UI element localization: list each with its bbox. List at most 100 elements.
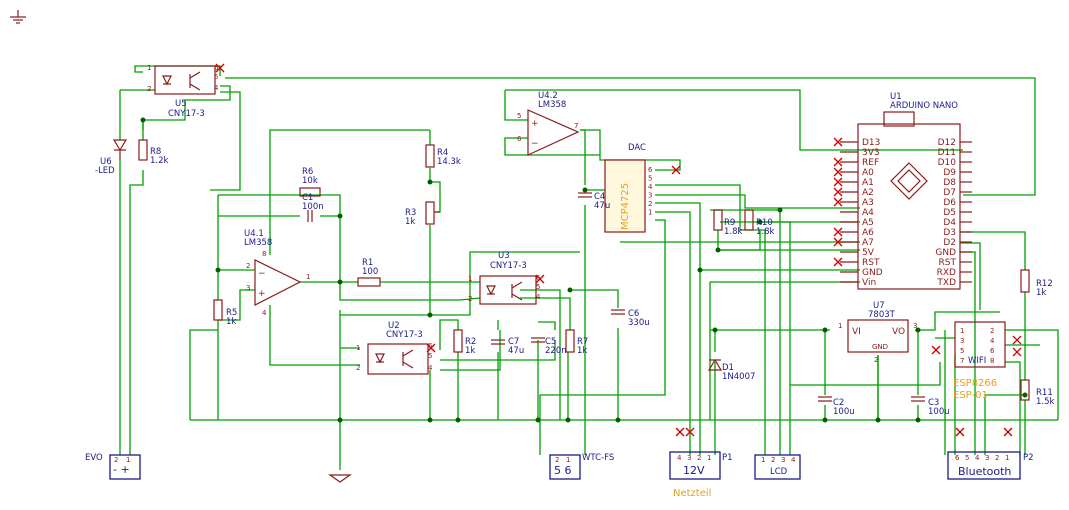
u42-ref: U4.2: [538, 91, 558, 101]
svg-text:6: 6: [214, 64, 219, 72]
svg-text:C7: C7: [508, 337, 519, 347]
arduino-right-pin: TXD: [936, 278, 956, 288]
svg-text:P2: P2: [1023, 453, 1034, 463]
svg-text:2: 2: [697, 454, 701, 462]
svg-text:R8: R8: [150, 147, 161, 157]
svg-text:+: +: [258, 289, 266, 299]
svg-text:1k: 1k: [1036, 288, 1046, 298]
opamp-u41: − + 2 3 1 8 4 U4.1 LM358: [244, 229, 310, 317]
arduino-left-pin: D13: [862, 138, 880, 148]
connector-p2: 6 5 4 3 2 1 Bluetooth P2: [947, 451, 1034, 480]
svg-text:14.3k: 14.3k: [437, 157, 461, 167]
svg-text:100n: 100n: [302, 202, 324, 212]
svg-text:4: 4: [214, 84, 219, 92]
svg-text:6: 6: [955, 454, 960, 462]
svg-text:5 6: 5 6: [554, 464, 572, 477]
arduino-left-pin: A6: [862, 228, 874, 238]
arduino-left-pin: Vin: [862, 278, 876, 288]
u42-value: LM358: [538, 100, 566, 110]
svg-text:8: 8: [990, 357, 994, 365]
svg-text:5: 5: [428, 352, 432, 360]
svg-text:3: 3: [913, 322, 917, 330]
u3-value: CNY17-3: [490, 261, 527, 271]
svg-text:5: 5: [214, 73, 218, 81]
svg-text:2: 2: [114, 456, 118, 464]
esp-wifi: WIFI: [968, 356, 986, 366]
arduino-right-pin: D2: [943, 238, 956, 248]
svg-text:R4: R4: [437, 148, 448, 158]
u5-ref: U5: [175, 99, 187, 109]
svg-text:D1: D1: [722, 363, 734, 373]
svg-text:2: 2: [555, 456, 559, 464]
capacitors: C1 100n C4 47u C6 330u C7 47u C5 220n C2…: [302, 192, 950, 417]
arduino-left-pin: 5V: [862, 248, 875, 258]
svg-text:4: 4: [677, 454, 682, 462]
svg-text:1: 1: [707, 454, 711, 462]
arduino-right-pin: GND: [935, 248, 956, 258]
svg-text:Netzteil: Netzteil: [673, 488, 711, 499]
svg-text:R12: R12: [1036, 279, 1053, 289]
svg-text:1: 1: [1005, 454, 1009, 462]
u2-ref: U2: [388, 321, 400, 331]
led-u6: U6 -LED: [95, 139, 128, 176]
svg-text:1.8k: 1.8k: [724, 227, 743, 237]
svg-text:1k: 1k: [577, 346, 587, 356]
nc-marks: [215, 63, 1022, 437]
svg-text:1: 1: [147, 64, 151, 72]
arduino-left-pin: A3: [862, 198, 874, 208]
dac-pin: 2: [648, 200, 652, 208]
svg-text:1: 1: [838, 322, 842, 330]
ground-icon: [10, 10, 26, 24]
arduino-right-pin: D12: [938, 138, 956, 148]
svg-text:C5: C5: [545, 337, 556, 347]
dac-pin: 4: [648, 183, 653, 191]
svg-text:8: 8: [262, 250, 266, 258]
dac-title: DAC: [628, 143, 646, 153]
connector-p1: 4 3 2 1 12V P1 Netzteil: [669, 451, 733, 499]
arduino-right-pin: D7: [943, 188, 956, 198]
svg-text:2: 2: [874, 356, 878, 364]
svg-text:4: 4: [428, 364, 433, 372]
svg-text:3: 3: [246, 284, 250, 292]
u6-ref: U6: [100, 157, 112, 167]
svg-text:5: 5: [960, 347, 964, 355]
svg-text:1: 1: [960, 327, 964, 335]
svg-text:3: 3: [687, 454, 691, 462]
svg-text:−: −: [258, 269, 266, 279]
svg-text:VO: VO: [892, 327, 905, 337]
svg-text:2: 2: [468, 295, 472, 303]
arduino-left-pin: A7: [862, 238, 874, 248]
svg-text:5: 5: [536, 283, 540, 291]
opto-u5: 1 2 6 5 4 U5 CNY17-3: [147, 64, 219, 119]
svg-text:4: 4: [262, 309, 267, 317]
wires: [119, 65, 1059, 470]
svg-text:C3: C3: [928, 398, 939, 408]
arduino-left-pin: 3V3: [862, 148, 880, 158]
svg-text:100u: 100u: [928, 407, 950, 417]
svg-text:10k: 10k: [302, 176, 318, 186]
svg-text:2: 2: [990, 327, 994, 335]
svg-text:100u: 100u: [833, 407, 855, 417]
arduino-right-pin: D11: [938, 148, 956, 158]
dac-chip: MCP4725: [620, 183, 631, 230]
svg-text:R6: R6: [302, 167, 313, 177]
svg-text:3: 3: [960, 337, 964, 345]
svg-text:3: 3: [781, 456, 785, 464]
esp-name2: ESP-01: [953, 390, 988, 401]
svg-text:EVO: EVO: [85, 453, 103, 463]
svg-text:R2: R2: [465, 337, 476, 347]
svg-text:5: 5: [517, 112, 521, 120]
resistors: R8 1.2k R6 10k R1 100 R4 14.3k R3 1k R5 …: [138, 139, 1055, 407]
opamp-u42: + − 5 6 7 U4.2 LM358: [517, 91, 580, 156]
svg-text:220n: 220n: [545, 346, 567, 356]
u7-ref: U7: [873, 301, 885, 311]
svg-text:4: 4: [536, 293, 541, 301]
svg-text:1k: 1k: [226, 317, 236, 327]
svg-text:2: 2: [147, 85, 151, 93]
dac-pin: 5: [648, 175, 652, 183]
svg-text:2: 2: [995, 454, 999, 462]
u41-ref: U4.1: [244, 229, 264, 239]
svg-text:4: 4: [975, 454, 980, 462]
arduino-left-pin: A4: [862, 208, 874, 218]
arduino-nano: U1 ARDUINO NANO D133V3REFA0A1A2A3A4A5A6A…: [840, 92, 972, 290]
